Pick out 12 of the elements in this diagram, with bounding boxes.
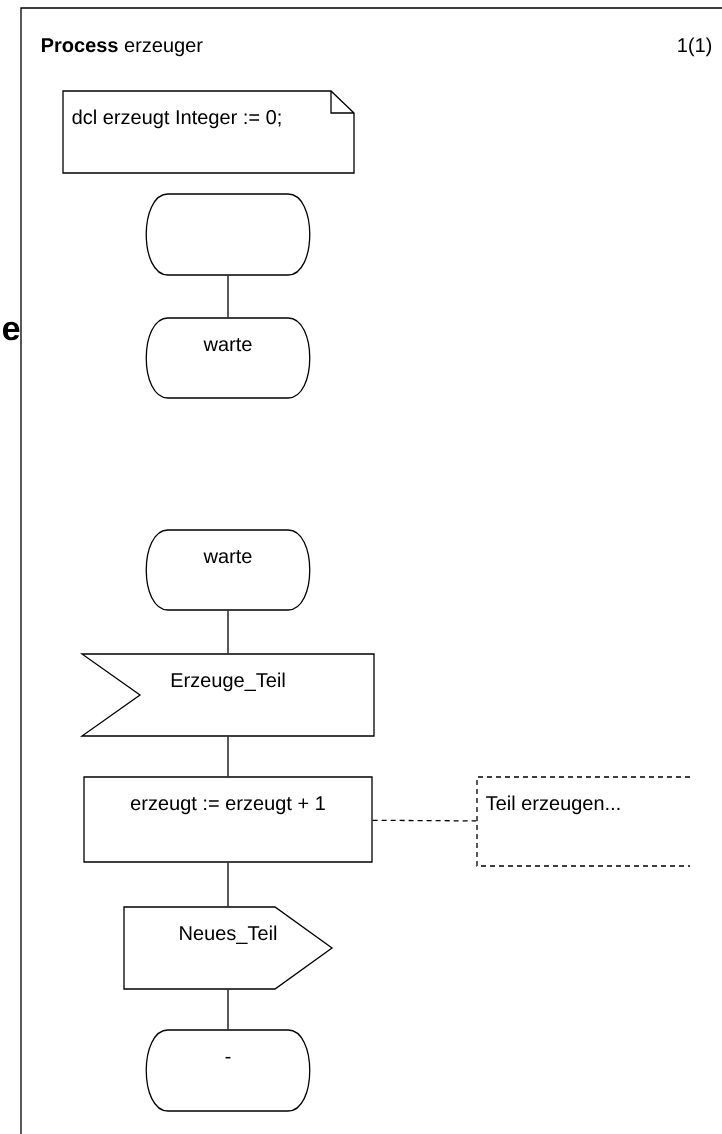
start-symbol xyxy=(145,193,311,276)
page-number: 1(1) xyxy=(678,37,712,57)
connector-line xyxy=(227,736,229,777)
cut-off-letter: e xyxy=(3,321,20,341)
comment-line xyxy=(372,819,477,822)
connector-line xyxy=(227,610,229,654)
text-annotation-box: dcl erzeugt Integer := 0; xyxy=(62,90,355,174)
diagram-title: Process erzeuger xyxy=(42,38,203,57)
task-box: erzeugt := erzeugt + 1 xyxy=(83,776,373,863)
connector-line xyxy=(227,275,229,318)
connector-line xyxy=(227,862,229,907)
connector-line xyxy=(227,989,229,1030)
